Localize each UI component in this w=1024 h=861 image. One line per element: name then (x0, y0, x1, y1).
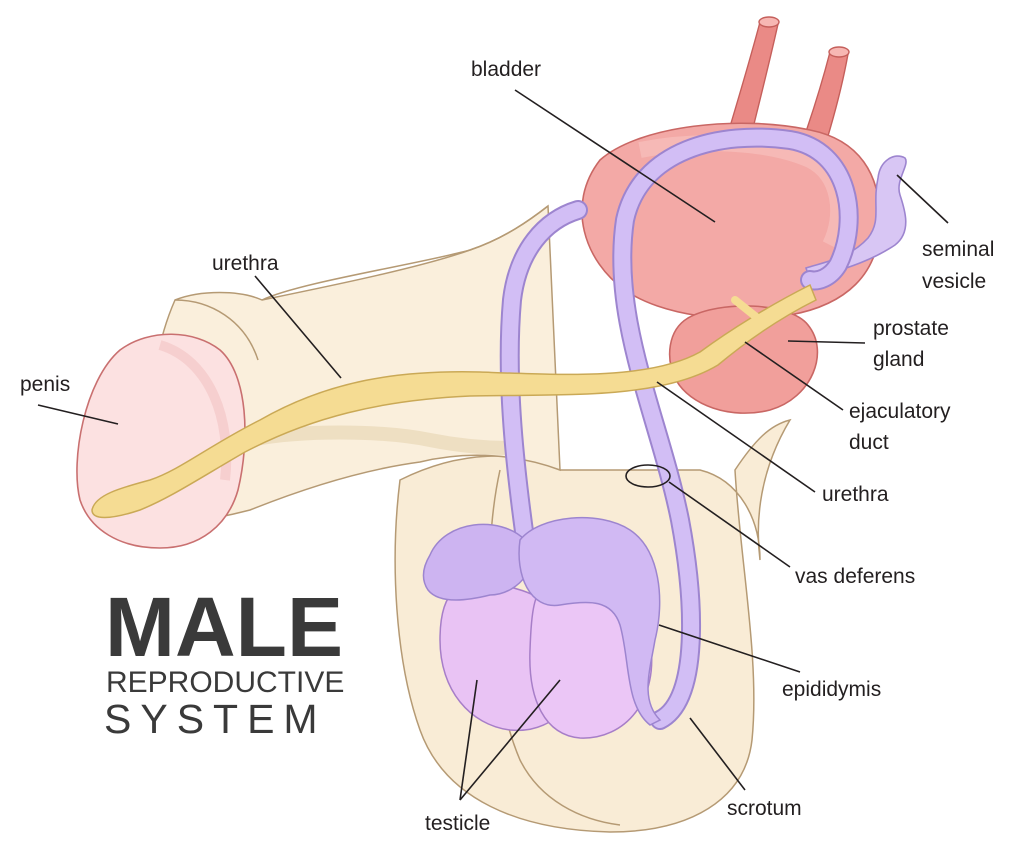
label-prostate-2: gland (873, 348, 924, 371)
title-block: MALE REPRODUCTIVE SYSTEM (104, 580, 344, 742)
vas-deferens-tubes (499, 127, 859, 730)
label-bladder: bladder (471, 58, 541, 81)
leader-prostate (787, 340, 866, 344)
leader-ejaculatory-duct (744, 341, 844, 411)
label-penis: penis (20, 373, 70, 396)
leader-urethra-right (656, 381, 816, 493)
epididymis-organ (422, 516, 662, 726)
label-vas-deferens: vas deferens (795, 565, 915, 588)
label-ejaculatory-2: duct (849, 431, 889, 454)
label-prostate-1: prostate (873, 317, 949, 340)
leader-seminal-vesicle (896, 174, 949, 224)
leader-bladder (514, 89, 716, 223)
labels: bladder seminal vesicle prostate gland e… (20, 58, 994, 835)
label-scrotum: scrotum (727, 797, 802, 820)
label-testicle: testicle (425, 812, 490, 835)
label-seminal-vesicle-2: vesicle (922, 270, 986, 293)
title-line-2: REPRODUCTIVE (106, 666, 344, 699)
vas-deferens-marker (625, 464, 671, 488)
label-ejaculatory-1: ejaculatory (849, 400, 951, 423)
urethra-tube (91, 283, 817, 519)
leader-vas-deferens (668, 481, 791, 568)
leader-urethra-left (254, 275, 342, 379)
leader-scrotum (689, 717, 746, 791)
title-line-3: SYSTEM (104, 696, 327, 742)
leader-testicle-left (459, 679, 478, 801)
leader-penis (37, 404, 119, 425)
label-urethra-right: urethra (822, 483, 889, 506)
leader-epididymis (658, 624, 801, 673)
leader-lines (37, 89, 949, 801)
title-main: MALE (105, 580, 343, 674)
label-epididymis: epididymis (782, 678, 881, 701)
label-urethra-left: urethra (212, 252, 279, 275)
label-seminal-vesicle-1: seminal (922, 238, 994, 261)
seminal-vesicle-organ (804, 155, 907, 282)
leader-testicle-right (459, 679, 561, 801)
